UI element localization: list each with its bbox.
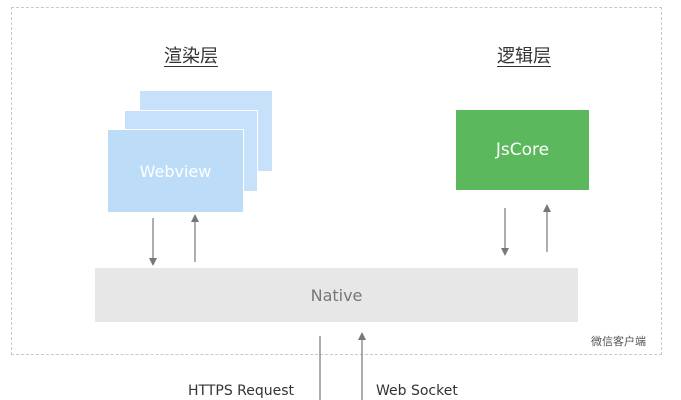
render-layer-title: 渲染层 [164,46,218,67]
websocket-label: Web Socket [376,383,458,399]
webview-box: Webview [108,130,243,212]
jscore-label: JsCore [495,140,550,160]
logic-layer-title: 逻辑层 [497,46,551,67]
wechat-client-label: 微信客户端 [591,335,646,348]
jscore-box: JsCore [456,110,589,190]
native-box: Native [95,268,578,322]
native-label: Native [310,285,363,305]
webview-label: Webview [139,161,212,181]
https-request-label: HTTPS Request [188,383,295,399]
wechat-client-frame [11,7,662,355]
